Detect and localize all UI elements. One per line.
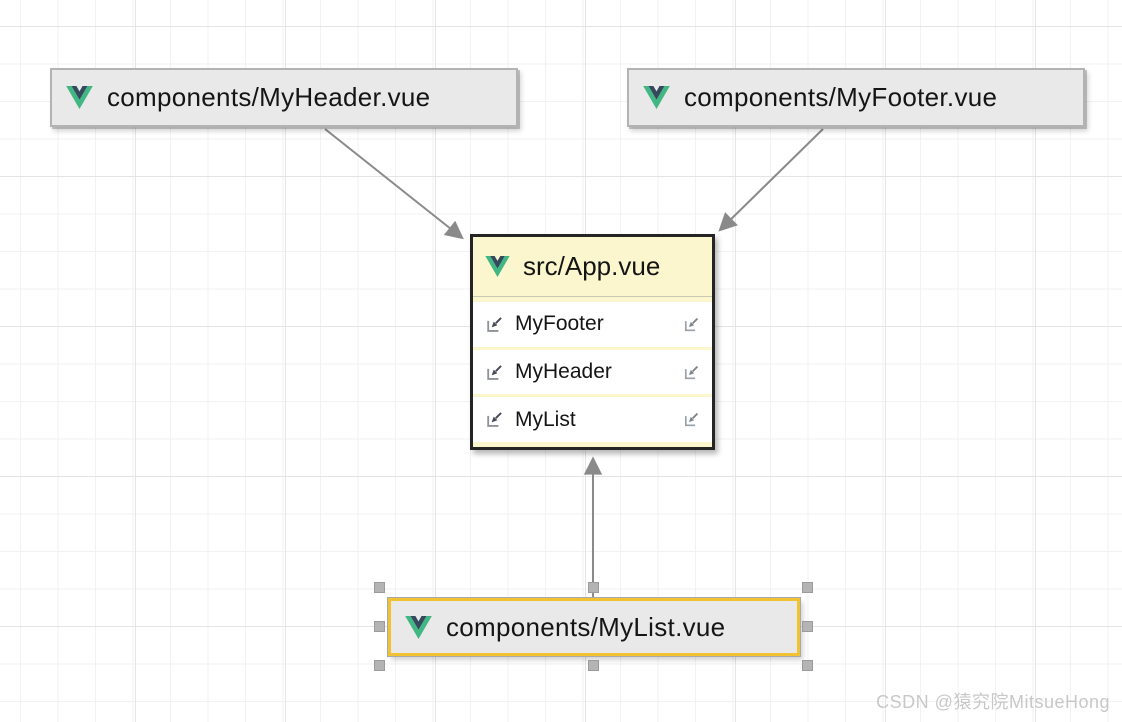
member-name: MyFooter: [515, 312, 604, 336]
node-myheader[interactable]: components/MyHeader.vue: [50, 68, 518, 127]
node-myfooter[interactable]: components/MyFooter.vue: [627, 68, 1085, 127]
selection-handle-mid-left[interactable]: [374, 621, 385, 632]
node-label: components/MyList.vue: [446, 611, 726, 642]
vue-logo-icon: [485, 256, 510, 277]
watermark-text: CSDN @猿究院MitsueHong: [876, 692, 1110, 712]
node-app-header[interactable]: src/App.vue: [473, 237, 712, 297]
import-arrow-icon: [484, 362, 505, 383]
node-app-title: src/App.vue: [523, 251, 661, 281]
member-row-myheader[interactable]: MyHeader: [473, 349, 712, 395]
selection-handle-top-right[interactable]: [802, 582, 813, 593]
edge-myheader-to-app[interactable]: [324, 128, 464, 240]
member-name: MyList: [515, 407, 576, 431]
import-arrow-icon: [682, 315, 701, 334]
selection-handle-top-left[interactable]: [374, 582, 385, 593]
member-name: MyHeader: [515, 360, 612, 383]
edge-myfooter-to-app[interactable]: [718, 128, 824, 232]
import-arrow-icon: [484, 314, 505, 335]
node-app[interactable]: src/App.vue MyFooter: [470, 234, 715, 450]
node-label: components/MyHeader.vue: [107, 82, 431, 112]
member-row-myfooter[interactable]: MyFooter: [473, 302, 712, 347]
selection-handle-top-center[interactable]: [588, 582, 599, 593]
node-app-members: MyFooter MyHeader: [473, 297, 712, 447]
import-arrow-icon: [682, 410, 701, 429]
selection-handle-bottom-center[interactable]: [588, 660, 599, 671]
import-arrow-icon: [682, 363, 701, 382]
member-row-mylist[interactable]: MyList: [473, 397, 712, 443]
import-arrow-icon: [484, 409, 505, 430]
vue-logo-icon: [66, 86, 93, 109]
selection-handle-bottom-right[interactable]: [802, 660, 813, 671]
node-label: components/MyFooter.vue: [684, 82, 998, 112]
node-mylist[interactable]: components/MyList.vue: [388, 598, 800, 656]
selection-handle-mid-right[interactable]: [802, 621, 813, 632]
vue-logo-icon: [643, 86, 670, 109]
vue-logo-icon: [405, 615, 432, 639]
selection-handle-bottom-left[interactable]: [374, 660, 385, 671]
